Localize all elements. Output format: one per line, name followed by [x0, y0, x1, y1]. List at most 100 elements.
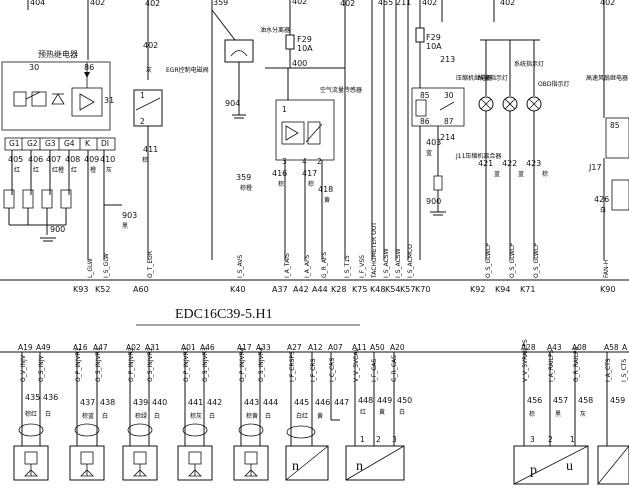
sig-5vrail: V_V_5VRAILPS: [522, 339, 529, 382]
sig-fanh: FAN-H: [603, 260, 610, 278]
relay-pin-g2: G2: [27, 139, 38, 148]
injector-5: [233, 423, 269, 481]
sig-glwlp1: O_S_GLWLP: [485, 243, 492, 278]
sig-glwlp3: O_S_GLWLP: [533, 243, 540, 278]
pin-a01: A01: [181, 343, 196, 352]
ecu-pin-k40: K40: [230, 285, 245, 294]
egr-label: EGR控制电磁阀: [166, 66, 209, 74]
wire-408-color: 红: [71, 166, 77, 174]
glow-plug-symbols: [3, 189, 72, 235]
wire-418-num: 418: [318, 185, 333, 194]
signal-names-lower: O_V_INJV O_S_INJV O_P_INJVR1 O_S_INJVR1 …: [20, 339, 628, 382]
ecu-pin-k54: K54: [385, 285, 400, 294]
ecu-pin-k28: K28: [331, 285, 346, 294]
lamp2-label: 系统指示灯: [514, 60, 544, 68]
relay-pin-g3: G3: [45, 139, 56, 148]
ecu-pin-a42: A42: [293, 285, 309, 294]
glow-plug-wires: 405 406 407 408 409 410 红 红 红橙 红 橙 灰 900…: [3, 150, 137, 260]
relay2-pin-30: 30: [444, 91, 454, 100]
fan-label: 高速风扇继电器: [586, 74, 628, 82]
wire-405-color: 红: [14, 166, 20, 174]
j11-label: J11压缩机离合器: [455, 152, 501, 160]
sig-acsw2: I_S_ACSW: [395, 248, 402, 278]
wire-403-num: 403: [426, 138, 441, 147]
relay-pin-86: 86: [84, 63, 94, 72]
relay-pin-di: DI: [101, 139, 109, 148]
lamp1-label: 故障指示灯: [478, 74, 508, 82]
relay3-pin-85: 85: [610, 121, 620, 130]
wire-436-color: 白: [45, 410, 51, 418]
sig-tach: TACHOMETER OUT: [371, 222, 378, 279]
wire-443-color: 棕黄: [246, 412, 258, 420]
ecu-pin-k71: K71: [520, 285, 535, 294]
ecu-pin-a37: A37: [272, 285, 288, 294]
relay2-pin-87: 87: [444, 117, 454, 126]
pin-a16: A16: [73, 343, 88, 352]
injector-2: [69, 423, 105, 481]
wire-444-color: 白: [265, 412, 271, 420]
ecu-pin-k57: K57: [400, 285, 415, 294]
pin-a12: A12: [308, 343, 323, 352]
svg-text:2: 2: [317, 157, 322, 166]
relay-pin-31: 31: [104, 96, 114, 105]
wire-436-num: 436: [43, 393, 58, 402]
wire-411-num: 411: [143, 145, 158, 154]
wire-422-num: 422: [502, 159, 517, 168]
wire-447-num: 447: [334, 398, 349, 407]
pin-a31: A31: [145, 343, 160, 352]
wire-439-num: 439: [133, 398, 148, 407]
wire-410-color: 灰: [106, 166, 112, 174]
wire-403-color: 蓝: [426, 149, 432, 157]
wire-904-num: 904: [225, 99, 240, 108]
fuse2-rating: 10A: [426, 42, 442, 51]
wire-213-num: 213: [440, 55, 455, 64]
relay-pin-g1: G1: [9, 139, 20, 148]
lower-wire-labels: 435 436 437 438 439 440 441 442 443 444 …: [25, 393, 625, 420]
sig-acmco: I_S_ACMCO: [407, 244, 414, 278]
crank-sensor: n: [285, 419, 340, 481]
wire-457-color: 黑: [555, 411, 561, 418]
coolant-sensor: [597, 445, 629, 485]
wire-423-num: 423: [526, 159, 541, 168]
pin-a50: A50: [370, 343, 385, 352]
svg-text:黑: 黑: [122, 223, 128, 230]
pin-a49: A49: [36, 343, 51, 352]
wire-426-color: 白: [600, 206, 606, 214]
cam-sensor-n: n: [356, 459, 363, 474]
wire-416-num: 416: [272, 169, 287, 178]
svg-text:2: 2: [376, 435, 381, 444]
wire-448-num: 448: [358, 396, 373, 405]
sig-vss: I_F_VSS: [359, 255, 366, 278]
wire-444-num: 444: [263, 398, 278, 407]
ground-903: 903: [122, 211, 137, 220]
wire-440-color: 白: [154, 412, 160, 420]
sig-s-injvr1: O_S_INJVR1: [95, 347, 102, 382]
svg-text:3: 3: [530, 435, 535, 444]
wire-421-num: 421: [478, 159, 493, 168]
ecu-pin-k70: K70: [415, 285, 430, 294]
ecu-pin-k92: K92: [470, 285, 485, 294]
fuse2-name: F29: [426, 33, 441, 42]
wire-405-num: 405: [8, 155, 23, 164]
wire-435-color: 棕红: [25, 410, 37, 418]
ecu-pin-a44: A44: [312, 285, 328, 294]
svg-text:3: 3: [392, 435, 397, 444]
sig-v-injv: O_V_INJV: [20, 354, 27, 382]
sig-crs: I_F_CRS: [310, 358, 317, 382]
wire-214-num: 214: [440, 133, 455, 142]
crank-sensor-n: n: [292, 459, 299, 474]
wire-438-num: 438: [100, 398, 115, 407]
sig-afs: I_A_AFS: [304, 255, 311, 278]
wire-num-402g: 402: [600, 0, 615, 7]
pin-a28: A28: [521, 343, 536, 352]
pin-a46: A46: [200, 343, 215, 352]
sig-s-cts: I_S_CTS: [621, 359, 628, 382]
wire-437-num: 437: [80, 398, 95, 407]
sig-5vcal: V_V_5VCAL: [353, 348, 360, 382]
wire-num-402c: 402: [292, 0, 307, 6]
wire-406-num: 406: [28, 155, 43, 164]
wire-440-num: 440: [152, 398, 167, 407]
wire-418-color: 黄: [324, 196, 330, 204]
wire-417-color: 棕: [308, 180, 314, 188]
